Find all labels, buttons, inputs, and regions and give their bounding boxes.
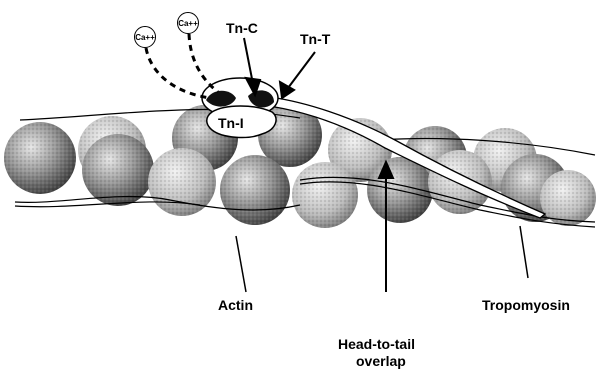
tnc-label: Tn-C <box>226 21 258 36</box>
overlap-label-line1: Head-to-tail <box>338 337 415 352</box>
calcium-ion-1: Ca++ <box>134 26 156 48</box>
tni-label: Tn-I <box>218 116 244 131</box>
ca-binding-line-1 <box>146 48 210 98</box>
calcium-ion-2: Ca++ <box>177 12 199 34</box>
tropomyosin-label: Tropomyosin <box>482 298 570 313</box>
actin-label: Actin <box>218 298 253 313</box>
tnt-label: Tn-T <box>300 32 330 47</box>
overlap-label-line2: overlap <box>356 354 406 369</box>
